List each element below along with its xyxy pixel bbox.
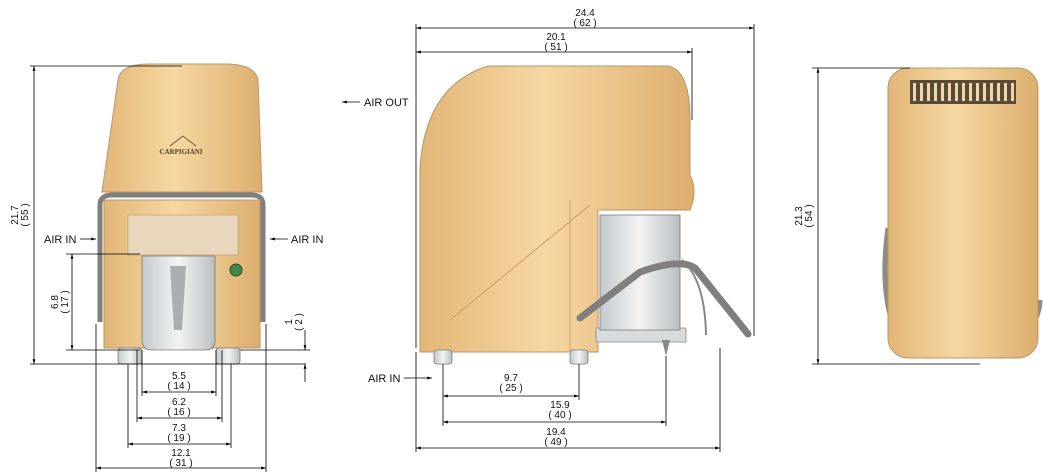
feet-distance-inch: 9.7 xyxy=(504,373,518,384)
vent-slats xyxy=(913,83,1014,101)
side-air-in-label: AIR IN xyxy=(368,373,400,385)
width1-inch: 5.5 xyxy=(172,371,186,382)
width3-inch: 7.3 xyxy=(172,423,186,434)
width3-cm: ( 19 ) xyxy=(167,433,190,444)
front-view: CARPIGIANI 21.7 ( 55 ) AIR IN AIR IN 6.8… xyxy=(10,63,323,472)
feet-distance-cm: ( 25 ) xyxy=(499,383,522,394)
air-out-label: AIR OUT xyxy=(364,97,409,109)
status-light xyxy=(229,263,243,277)
width4-inch: 12.1 xyxy=(171,448,191,459)
side-body xyxy=(419,65,695,353)
width1-cm: ( 14 ) xyxy=(167,381,190,392)
total-length-inch: 24.4 xyxy=(575,8,595,19)
gap-cm: ( 2 ) xyxy=(294,313,305,331)
brand-logo: CARPIGIANI xyxy=(159,148,202,156)
gap-inch: 1 xyxy=(284,319,295,325)
back-height-inch: 21.3 xyxy=(794,206,805,226)
front-air-in-left: AIR IN xyxy=(44,234,76,246)
cup-height-inch: 6.8 xyxy=(50,295,61,309)
front-height-inch: 21.7 xyxy=(10,205,21,225)
body-length-cm: ( 51 ) xyxy=(544,42,567,53)
front-height-cm: ( 55 ) xyxy=(20,203,31,226)
front-handle-frame xyxy=(97,192,266,322)
spout-distance-inch: 15.9 xyxy=(550,400,570,411)
total-length-cm: ( 62 ) xyxy=(573,18,596,29)
width2-inch: 6.2 xyxy=(172,397,186,408)
cup-height-cm: ( 17 ) xyxy=(60,290,71,313)
back-height-cm: ( 54 ) xyxy=(804,204,815,227)
base-length-inch: 19.4 xyxy=(546,427,566,438)
side-handle xyxy=(576,260,752,338)
width4-cm: ( 31 ) xyxy=(169,458,192,469)
width2-cm: ( 16 ) xyxy=(167,407,190,418)
base-length-cm: ( 49 ) xyxy=(544,437,567,448)
body-length-inch: 20.1 xyxy=(546,32,566,43)
back-view: 21.3 ( 54 ) xyxy=(794,67,1043,365)
front-top-housing xyxy=(101,63,263,193)
spout-distance-cm: ( 40 ) xyxy=(548,410,571,421)
side-view: AIR OUT AIR IN 24.4 ( 62 ) 20.1 ( 51 ) 9… xyxy=(342,8,755,452)
back-body xyxy=(887,67,1039,359)
front-air-in-right: AIR IN xyxy=(291,234,323,246)
